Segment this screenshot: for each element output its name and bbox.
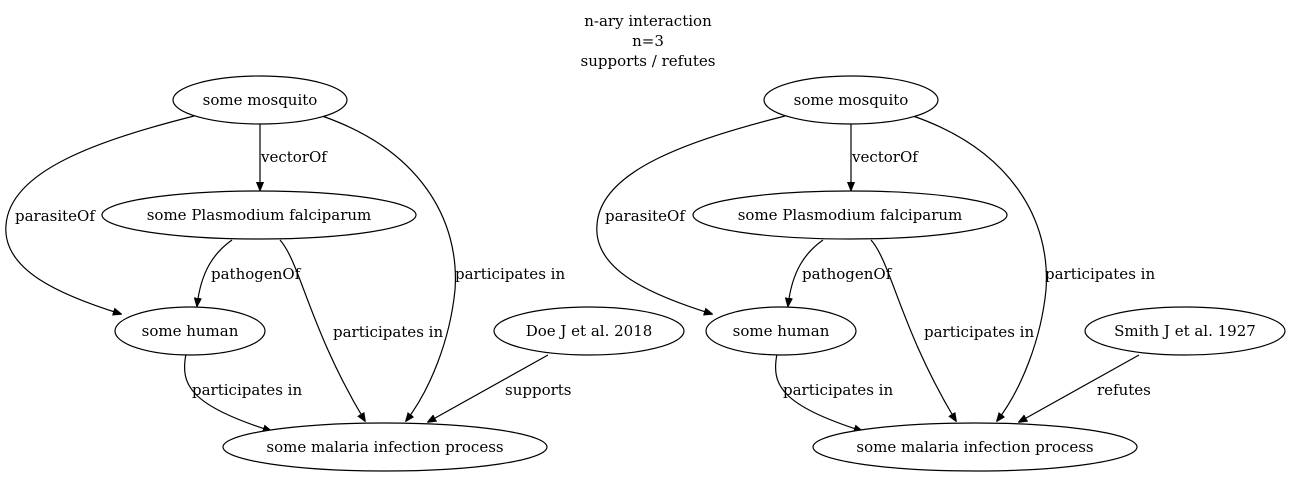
edge-label-pathogenOf: pathogenOf — [211, 265, 302, 283]
node-human: some human — [705, 306, 857, 356]
edge-label-human-participates: participates in — [192, 381, 302, 399]
node-label: some mosquito — [203, 91, 318, 109]
title-line-1: n-ary interaction — [584, 12, 712, 30]
edge-mosquito-participates — [912, 115, 1048, 421]
edge-label-pathogenOf: pathogenOf — [802, 265, 893, 283]
node-label: some Plasmodium falciparum — [147, 206, 372, 224]
edge-parasiteOf — [5, 115, 195, 314]
title-line-2: n=3 — [632, 32, 664, 50]
edge-label-parasiteOf: parasiteOf — [605, 207, 686, 225]
node-mosquito: some mosquito — [763, 75, 939, 125]
graph-right: vectorOf parasiteOf pathogenOf participa… — [596, 75, 1286, 472]
edge-label-citation-relation: refutes — [1097, 381, 1151, 399]
node-label: some human — [142, 322, 239, 340]
node-label: Smith J et al. 1927 — [1114, 322, 1256, 340]
node-label: some Plasmodium falciparum — [738, 206, 963, 224]
edge-label-parasiteOf: parasiteOf — [15, 207, 96, 225]
graph-left: vectorOf parasiteOf pathogenOf participa… — [5, 75, 685, 472]
edge-label-mosquito-participates: participates in — [455, 265, 565, 283]
edge-label-vectorOf: vectorOf — [851, 148, 919, 166]
edge-label-citation-relation: supports — [505, 381, 572, 399]
edge-label-plasmodium-participates: participates in — [924, 323, 1034, 341]
edge-mosquito-participates — [321, 115, 457, 421]
node-malaria: some malaria infection process — [222, 422, 548, 472]
edge-pathogenOf — [197, 239, 233, 306]
node-plasmodium: some Plasmodium falciparum — [692, 190, 1008, 240]
edge-citation-relation — [428, 354, 549, 422]
edge-human-participates — [183, 353, 271, 431]
node-label: some malaria infection process — [266, 438, 503, 456]
edge-label-human-participates: participates in — [783, 381, 893, 399]
node-malaria: some malaria infection process — [812, 422, 1138, 472]
node-mosquito: some mosquito — [172, 75, 348, 125]
node-label: some human — [733, 322, 830, 340]
node-label: some mosquito — [794, 91, 909, 109]
edge-human-participates — [774, 353, 862, 431]
node-citation: Doe J et al. 2018 — [493, 306, 685, 356]
node-label: Doe J et al. 2018 — [526, 322, 653, 340]
node-citation: Smith J et al. 1927 — [1084, 306, 1286, 356]
node-human: some human — [114, 306, 266, 356]
node-label: some malaria infection process — [856, 438, 1093, 456]
edge-label-mosquito-participates: participates in — [1045, 265, 1155, 283]
diagram-title: n-ary interaction n=3 supports / refutes — [581, 12, 716, 70]
edge-pathogenOf — [788, 239, 824, 306]
edge-label-vectorOf: vectorOf — [260, 148, 328, 166]
edge-citation-relation — [1019, 354, 1140, 422]
edge-label-plasmodium-participates: participates in — [333, 323, 443, 341]
edge-plasmodium-participates — [870, 239, 956, 421]
title-line-3: supports / refutes — [581, 52, 716, 70]
edge-plasmodium-participates — [279, 239, 365, 421]
edge-parasiteOf — [596, 115, 786, 314]
node-plasmodium: some Plasmodium falciparum — [101, 190, 417, 240]
